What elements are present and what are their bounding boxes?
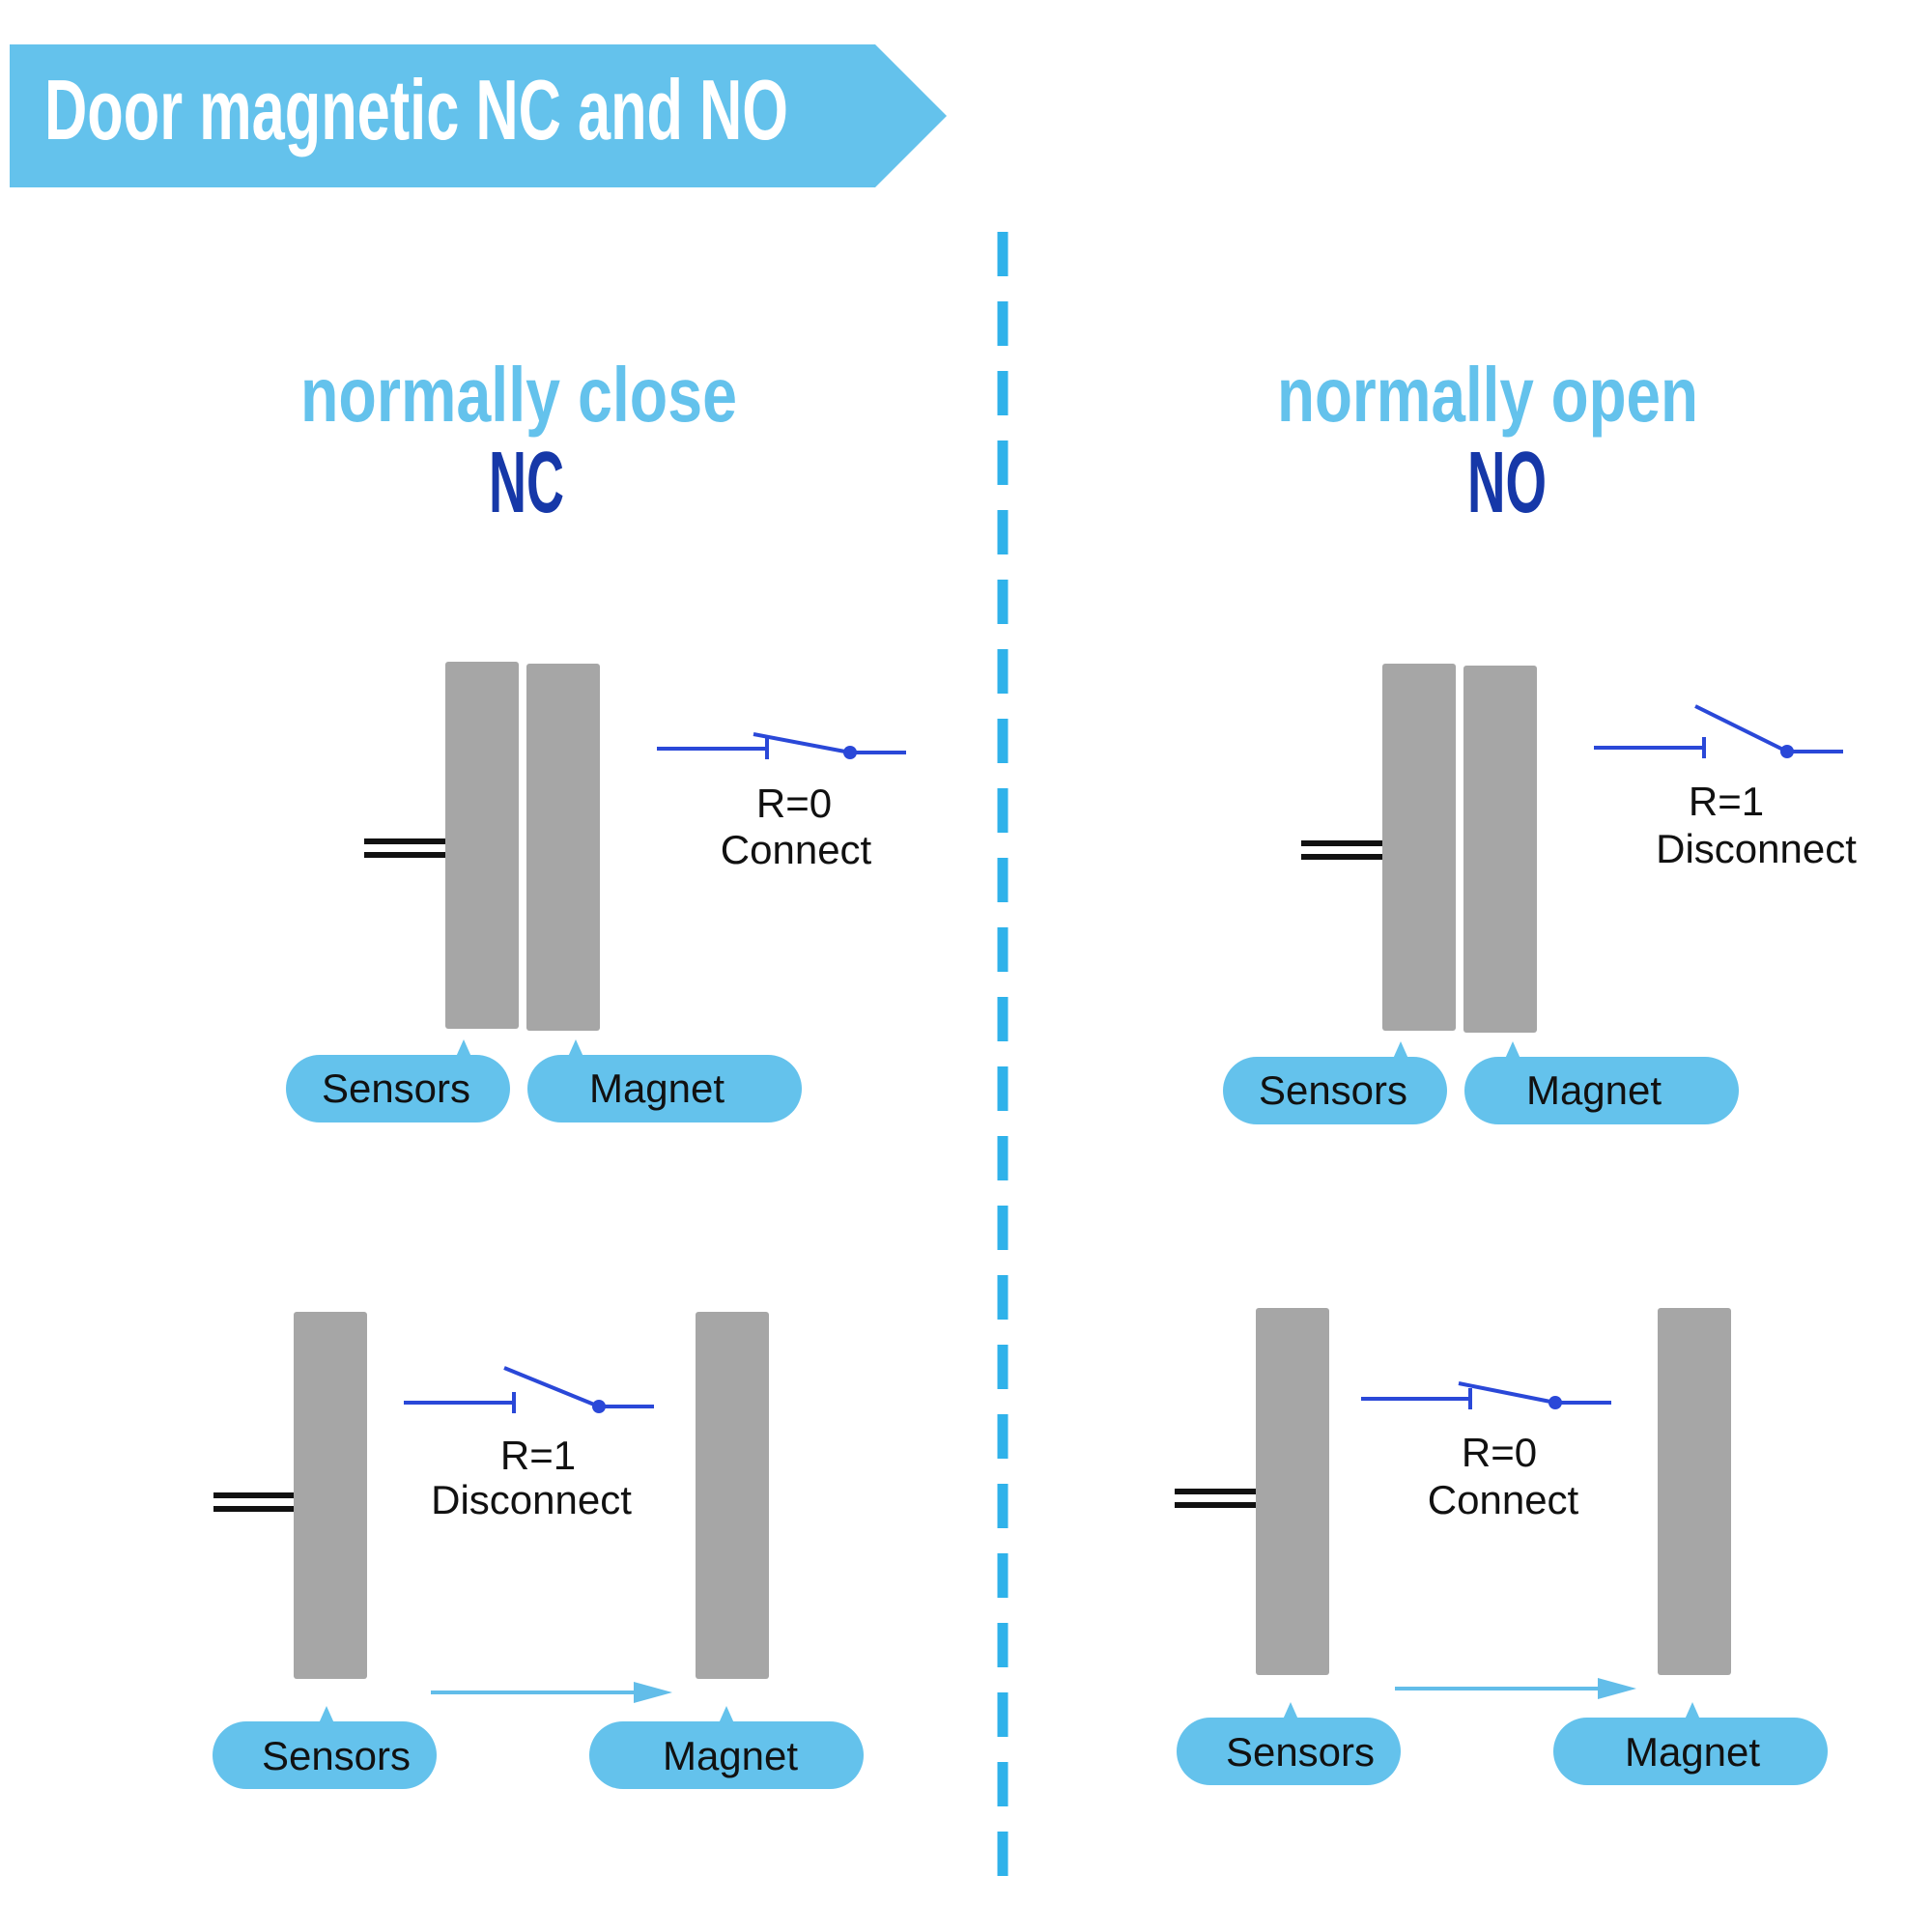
magnet-label: Magnet xyxy=(1625,1729,1760,1775)
door-open-diagram: R=1 Disconnect Sensors Magnet xyxy=(213,1312,864,1789)
wire-icon xyxy=(1301,840,1388,860)
sensor-label: Sensors xyxy=(1226,1729,1375,1775)
sensor-label: Sensors xyxy=(262,1733,411,1778)
resistance-label: R=0 xyxy=(1462,1430,1537,1475)
banner-shape xyxy=(10,44,947,187)
door-closed-diagram: R=1 Disconnect Sensors Magnet xyxy=(1223,664,1857,1124)
magnet-label: Magnet xyxy=(663,1733,798,1778)
title-banner: Door magnetic NC and NO xyxy=(10,44,947,187)
sensor-callout: Sensors xyxy=(1177,1702,1401,1785)
magnet-callout: Magnet xyxy=(1464,1041,1739,1124)
magnet-callout: Magnet xyxy=(1553,1702,1828,1785)
section-heading: normally close xyxy=(300,352,737,438)
magnet-block xyxy=(696,1312,769,1679)
switch-icon xyxy=(1594,704,1843,758)
banner-title: Door magnetic NC and NO xyxy=(44,62,788,157)
magnet-label: Magnet xyxy=(1526,1067,1662,1113)
sensor-label: Sensors xyxy=(322,1065,470,1111)
magnet-block xyxy=(1463,666,1537,1033)
sensor-label: Sensors xyxy=(1259,1067,1407,1113)
section-code: NO xyxy=(1467,435,1547,531)
door-open-diagram: R=0 Connect Sensors Magnet xyxy=(1175,1308,1828,1785)
sensor-block xyxy=(294,1312,367,1679)
wire-icon xyxy=(213,1492,300,1512)
resistance-label: R=1 xyxy=(1689,779,1764,824)
sensor-block xyxy=(445,662,519,1029)
sensor-callout: Sensors xyxy=(213,1706,437,1789)
section-no: normally open NO R=1 Disconnect S xyxy=(1175,352,1857,1785)
magnet-block xyxy=(1658,1308,1731,1675)
wire-icon xyxy=(1175,1489,1262,1508)
sensor-block xyxy=(1382,664,1456,1031)
magnet-label: Magnet xyxy=(589,1065,724,1111)
sensor-block xyxy=(1256,1308,1329,1675)
connection-status: Disconnect xyxy=(431,1477,632,1522)
section-heading: normally open xyxy=(1277,352,1698,438)
resistance-label: R=1 xyxy=(500,1433,576,1478)
resistance-label: R=0 xyxy=(756,781,832,826)
switch-icon xyxy=(1361,1381,1611,1409)
magnet-block xyxy=(526,664,600,1031)
magnet-callout: Magnet xyxy=(589,1706,864,1789)
connection-status: Connect xyxy=(721,827,872,872)
sensor-callout: Sensors xyxy=(286,1039,510,1122)
sensor-callout: Sensors xyxy=(1223,1041,1447,1124)
section-nc: normally close NC R=0 Connect Sen xyxy=(213,352,906,1789)
switch-icon xyxy=(404,1366,654,1413)
arrow-icon xyxy=(1395,1678,1636,1699)
section-code: NC xyxy=(489,435,564,531)
door-closed-diagram: R=0 Connect Sensors Magnet xyxy=(286,662,906,1122)
connection-status: Disconnect xyxy=(1656,826,1857,871)
arrow-icon xyxy=(431,1682,672,1703)
connection-status: Connect xyxy=(1428,1477,1579,1522)
switch-icon xyxy=(657,732,906,759)
magnet-callout: Magnet xyxy=(527,1039,802,1122)
wire-icon xyxy=(364,838,451,858)
